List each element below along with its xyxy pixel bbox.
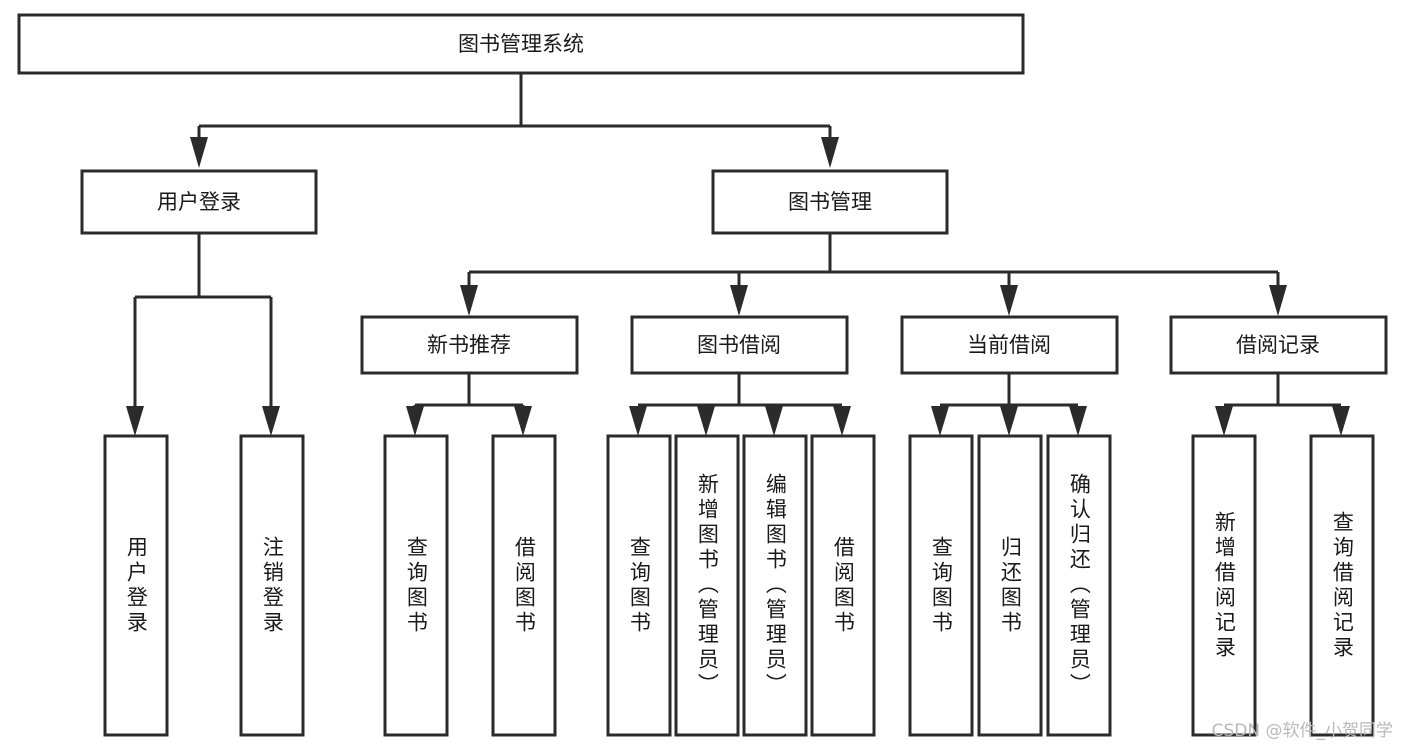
arrow-head-level3-3 (1000, 285, 1018, 316)
watermark-text: CSDN @软件_小贺同学 (1211, 721, 1393, 741)
leaf-box-book-borrow-0[interactable] (606, 434, 672, 737)
arrow-head-borrowrecords-2 (1332, 406, 1350, 436)
book-management-box-label: 图书管理 (788, 190, 872, 214)
node-new-book-recommend[interactable]: 新书推荐 (360, 315, 579, 375)
arrow-head-bookborrow-2 (697, 406, 715, 436)
borrow-records-box-label: 借阅记录 (1236, 333, 1320, 357)
leaf-box-borrow-records-1[interactable] (1309, 434, 1375, 737)
leaf-box-current-borrow-0[interactable] (908, 434, 974, 737)
node-book-management[interactable]: 图书管理 (711, 169, 949, 235)
arrow-head-borrowrecords-1 (1215, 406, 1233, 436)
node-current-borrow[interactable]: 当前借阅 (900, 315, 1119, 375)
current-borrow-box-label: 当前借阅 (967, 333, 1051, 357)
arrow-head-currentborrow-1 (931, 406, 949, 436)
arrow-head-bookborrow-1 (629, 406, 647, 436)
user-login-box-label: 用户登录 (157, 190, 241, 214)
leaf-box-current-borrow-2[interactable] (1046, 434, 1112, 737)
leaf-box-book-borrow-2[interactable] (742, 434, 808, 737)
node-book-borrow[interactable]: 图书借阅 (630, 315, 849, 375)
arrow-head-level3-4 (1269, 285, 1287, 316)
new-book-recommend-box-label: 新书推荐 (427, 333, 511, 357)
node-user-login[interactable]: 用户登录 (80, 169, 318, 235)
leaf-box-user-login-0[interactable] (103, 434, 169, 737)
book-borrow-box-rect (630, 315, 849, 375)
leaf-box-user-login-1[interactable] (239, 434, 305, 737)
arrow-head-currentborrow-2 (1000, 406, 1018, 436)
leaf-box-borrow-records-0[interactable] (1191, 434, 1257, 737)
root-box-label: 图书管理系统 (458, 32, 584, 56)
leaf-box-new-book-0[interactable] (383, 434, 449, 737)
root-box-rect (17, 13, 1025, 75)
arrow-head-newbook-1 (406, 406, 424, 436)
book-borrow-box-label: 图书借阅 (697, 333, 781, 357)
node-root[interactable]: 图书管理系统 (17, 13, 1025, 75)
arrow-head-userlogin-2 (262, 406, 280, 436)
new-book-recommend-box-rect (360, 315, 579, 375)
leaf-box-book-borrow-1[interactable] (674, 434, 740, 737)
arrow-head-level3-1 (460, 285, 478, 316)
arrow-head-newbook-2 (514, 406, 532, 436)
arrow-head-userlogin-1 (126, 406, 144, 436)
book-management-box-rect (711, 169, 949, 235)
current-borrow-box-rect (900, 315, 1119, 375)
arrow-head-level2-2 (821, 137, 839, 168)
arrow-head-bookborrow-3 (765, 406, 783, 436)
arrow-head-level3-2 (730, 285, 748, 316)
leaf-box-current-borrow-1[interactable] (977, 434, 1043, 737)
arrow-head-bookborrow-4 (833, 406, 851, 436)
leaf-box-new-book-1[interactable] (491, 434, 557, 737)
node-borrow-records[interactable]: 借阅记录 (1169, 315, 1388, 375)
arrow-head-level2-1 (190, 137, 208, 168)
leaf-box-book-borrow-3[interactable] (810, 434, 876, 737)
arrow-head-currentborrow-3 (1069, 406, 1087, 436)
borrow-records-box-rect (1169, 315, 1388, 375)
